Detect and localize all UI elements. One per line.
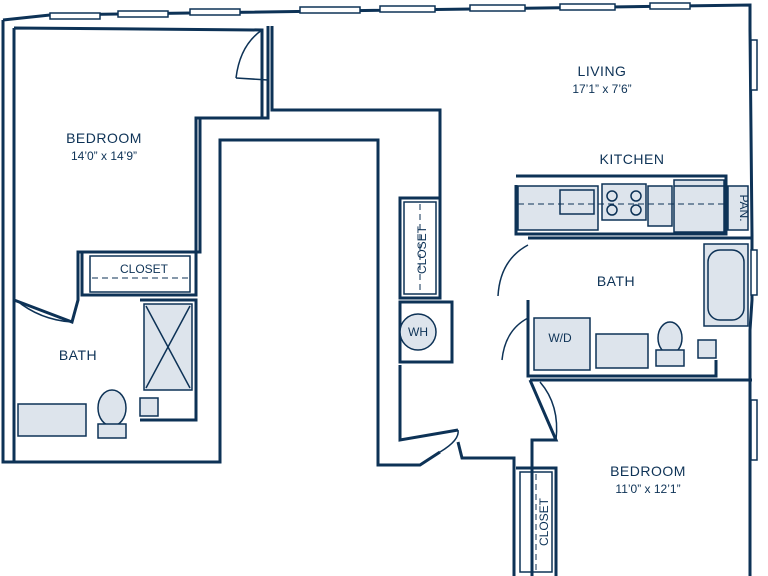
bedroom2-dims: 11’0” x 12’1” [615, 482, 680, 496]
bath2-fixtures: W/D [533, 243, 749, 371]
top-windows [49, 2, 758, 461]
living-dims: 17’1” x 7’6” [572, 82, 631, 96]
pantry-label: PAN. [737, 194, 751, 221]
closet-label-3: CLOSET [537, 497, 551, 546]
bedroom2-name: BEDROOM [610, 463, 686, 479]
washer-dryer-label: W/D [548, 331, 572, 345]
living-name: LIVING [578, 63, 627, 79]
door-swings [15, 29, 558, 453]
water-heater-label: WH [408, 325, 428, 339]
bath1-fixtures [17, 303, 193, 439]
kitchen-counter: PAN. [517, 179, 751, 233]
closet-label-2: CLOSET [415, 225, 429, 274]
hall-closet: CLOSET WH [399, 201, 437, 351]
bedroom1-dims: 14’0” x 14’9” [71, 149, 137, 163]
kitchen-name: KITCHEN [600, 151, 665, 167]
bath2-name: BATH [597, 273, 635, 289]
closet-label-1: CLOSET [120, 262, 169, 276]
closet-bedroom2: CLOSET [519, 471, 553, 573]
bath1-name: BATH [59, 347, 97, 363]
interior-walls [12, 174, 752, 576]
room-labels: BEDROOM 14’0” x 14’9” LIVING 17’1” x 7’6… [59, 63, 686, 496]
bedroom1-name: BEDROOM [66, 130, 142, 146]
closet-bedroom1: CLOSET [89, 255, 191, 293]
